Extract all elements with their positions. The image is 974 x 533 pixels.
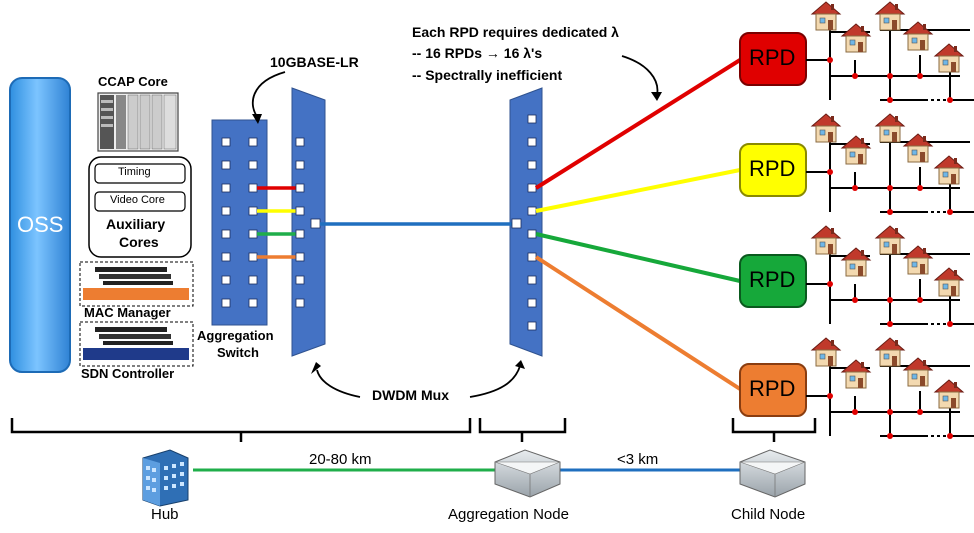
dwdm-mux-right (509, 87, 543, 357)
ccap-core-label: CCAP Core (98, 74, 168, 89)
auxiliary-label: Auxiliary (106, 216, 166, 232)
aggregation-node-label: Aggregation Node (448, 506, 569, 523)
cores-label: Cores (119, 234, 159, 250)
dwdm-arrow-left (316, 369, 361, 398)
oss-label: OSS (17, 212, 64, 237)
cable-tree (806, 1, 974, 103)
rpd-green-label: RPD (749, 267, 796, 292)
aggregation-bracket (478, 418, 567, 434)
rpd-orange (739, 363, 807, 417)
hub-bracket (10, 418, 472, 434)
mac-manager-box (79, 261, 194, 307)
rpd-yellow-label: RPD (749, 156, 796, 181)
server-rack-icon (97, 92, 179, 152)
switch-label: Switch (217, 345, 259, 360)
node-box-icon (739, 449, 806, 498)
rpd-green (739, 254, 807, 308)
dwdm-arrow-right (469, 365, 521, 398)
sdn-controller-label: SDN Controller (81, 366, 175, 381)
dwdm-mux-label: DWDM Mux (372, 387, 449, 403)
node-box-icon (494, 449, 561, 498)
aggregation-switch (211, 119, 268, 326)
fiber-red (534, 58, 742, 190)
rpd-orange-label: RPD (749, 376, 796, 401)
annotation-line3: -- Spectrally inefficient (412, 67, 563, 83)
sdn-controller-box (79, 321, 194, 367)
building-icon (142, 449, 189, 507)
fiber-yellow (535, 168, 741, 213)
fiber-orange (534, 255, 742, 391)
tenG-label: 10GBASE-LR (270, 54, 359, 70)
tenG-arrow (251, 71, 286, 119)
annotation-line2: -- 16 RPDs → 16 λ's (412, 45, 543, 61)
aggregation-label: Aggregation (197, 328, 274, 343)
annotation-line1: Each RPD requires dedicated λ (412, 24, 619, 40)
child-node-label: Child Node (731, 506, 806, 523)
rpd-yellow (739, 143, 807, 197)
mac-manager-label: MAC Manager (84, 305, 171, 320)
child-bracket (731, 418, 817, 434)
hub-label: Hub (151, 506, 179, 523)
timing-label: Timing (118, 166, 151, 178)
fiber-green (535, 232, 741, 283)
video-core-label: Video Core (110, 194, 165, 206)
dwdm-mux-left (291, 87, 326, 357)
annotation-arrow (621, 55, 659, 96)
rpd-red-label: RPD (749, 45, 796, 70)
dist-long-label: 20-80 km (309, 451, 372, 468)
dist-short-label: <3 km (617, 451, 659, 468)
oss-block (9, 77, 71, 373)
